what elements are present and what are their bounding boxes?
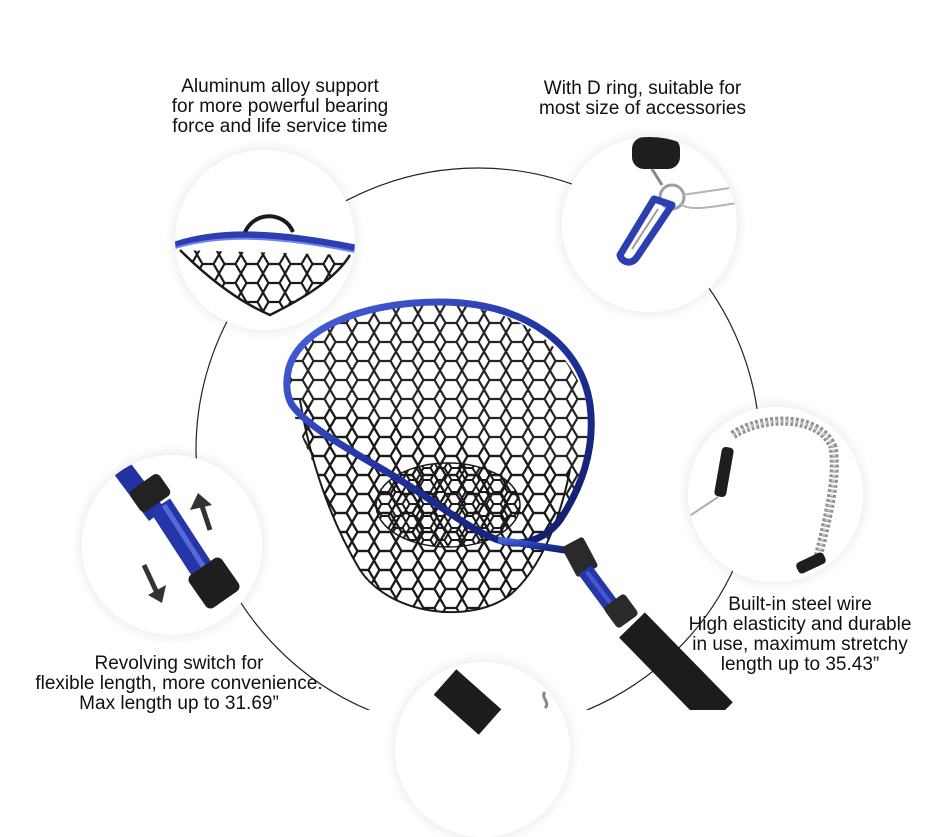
d-ring-caption-line: most size of accessories	[539, 98, 746, 119]
grip-detail-bubble	[395, 662, 570, 837]
wire-caption: Built-in steel wire High elasticity and …	[660, 595, 940, 675]
switch-caption-line: flexible length, more convenience.	[35, 673, 323, 694]
wire-detail-bubble	[688, 407, 863, 582]
d-ring-detail-bubble	[562, 137, 737, 312]
wire-caption-line: Built-in steel wire	[728, 594, 872, 615]
net-bag	[289, 305, 591, 614]
arrow-down-icon	[141, 563, 166, 603]
wire-caption-line: length up to 35.43”	[720, 654, 880, 675]
net-handle	[562, 537, 733, 710]
product-scene	[195, 167, 761, 710]
d-ring-caption: With D ring, suitable for most size of a…	[500, 79, 785, 119]
frame-detail-bubble	[175, 150, 355, 330]
frame-caption-line: for more powerful bearing	[171, 96, 389, 117]
switch-detail-bubble	[82, 455, 262, 635]
net-hoop	[283, 298, 595, 547]
frame-caption-line: Aluminum alloy support	[181, 76, 379, 97]
wire-caption-line: in use, maximum stretchy	[692, 634, 908, 655]
switch-caption-line: Revolving switch for	[94, 653, 264, 674]
arrow-up-icon	[190, 493, 213, 531]
switch-caption: Revolving switch for flexible length, mo…	[0, 654, 358, 714]
switch-caption-line: Max length up to 31.69”	[79, 693, 279, 714]
frame-caption-line: force and life service time	[172, 116, 388, 137]
frame-caption: Aluminum alloy support for more powerful…	[130, 77, 430, 137]
wire-caption-line: High elasticity and durable	[688, 614, 912, 635]
d-ring-caption-line: With D ring, suitable for	[543, 78, 742, 99]
